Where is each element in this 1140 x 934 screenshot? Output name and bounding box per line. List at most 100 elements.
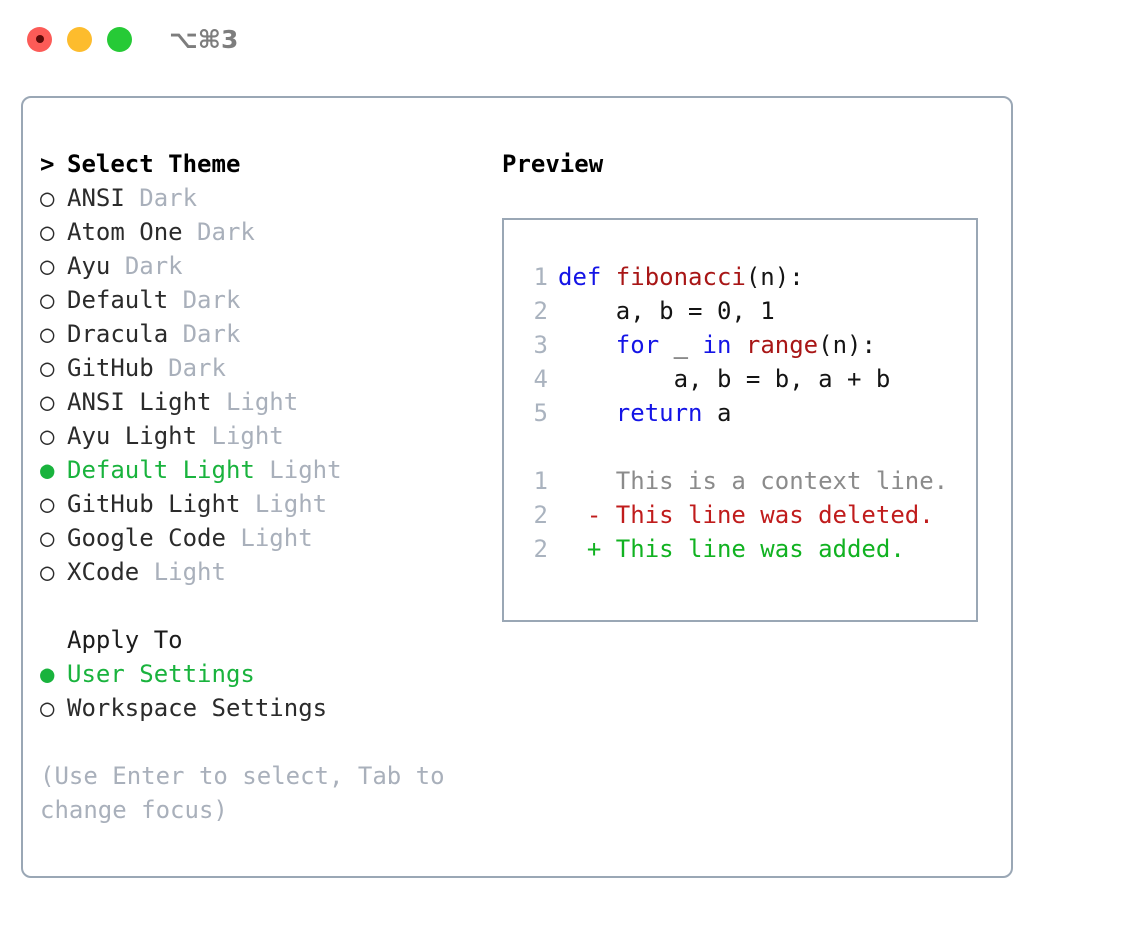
close-button[interactable] (27, 26, 52, 52)
diff-line-del: 2 - This line was deleted. (520, 498, 948, 532)
code-token: range (745, 331, 819, 359)
radio-unselected-icon: ○ (40, 286, 55, 314)
theme-option-xcode[interactable]: ○ XCode Light (40, 555, 490, 589)
diff-line-add: 2 + This line was added. (520, 532, 948, 566)
code-token: (n): (818, 331, 876, 359)
code-line: 5 return a (520, 396, 948, 430)
theme-option-badge: Light (211, 422, 284, 450)
minimize-button[interactable] (67, 26, 92, 52)
apply-to-option-label: Workspace Settings (67, 694, 328, 722)
radio-selected-icon: ● (40, 660, 55, 688)
theme-option-default-light[interactable]: ● Default Light Light (40, 453, 490, 487)
radio-selected-icon: ● (40, 456, 55, 484)
radio-unselected-icon: ○ (40, 490, 55, 518)
diff-line-number: 1 (533, 467, 548, 495)
apply-to-option-workspace-settings[interactable]: ○Workspace Settings (40, 691, 490, 725)
code-token: a (702, 399, 732, 427)
apply-to-option-list: ● User Settings ○Workspace Settings (40, 657, 490, 725)
code-token: for (615, 331, 660, 359)
radio-unselected-icon: ○ (40, 320, 55, 348)
theme-selector-panel: >Select Theme ○ANSI Dark○Atom One Dark○A… (21, 96, 1013, 878)
code-line: 3 for _ in range(n): (520, 328, 948, 362)
theme-option-label: Google Code (67, 524, 226, 552)
theme-option-atom-one[interactable]: ○Atom One Dark (40, 215, 490, 249)
radio-unselected-icon: ○ (40, 252, 55, 280)
radio-unselected-icon: ○ (40, 524, 55, 552)
apply-to-header-label: Apply To (67, 626, 183, 654)
theme-option-label: Dracula (67, 320, 169, 348)
prompt-caret-icon: > (40, 150, 55, 178)
apply-to-header-indent (40, 623, 67, 657)
keyboard-shortcut-label: ⌥⌘3 (169, 24, 239, 54)
diff-line-text: This is a context line. (558, 467, 949, 495)
code-line-number: 4 (533, 365, 548, 393)
theme-option-label: ANSI Light (67, 388, 212, 416)
theme-option-ansi[interactable]: ○ANSI Dark (40, 181, 490, 215)
code-line: 4 a, b = b, a + b (520, 362, 948, 396)
code-token (558, 331, 616, 359)
theme-option-label: Default Light (67, 456, 255, 484)
theme-option-github-light[interactable]: ○GitHub Light Light (40, 487, 490, 521)
theme-option-ayu[interactable]: ○Ayu Dark (40, 249, 490, 283)
theme-option-badge: Dark (139, 184, 198, 212)
select-theme-header: > Select Theme (40, 147, 490, 181)
theme-option-badge: Dark (168, 354, 226, 382)
theme-option-list: ○ANSI Dark○Atom One Dark○Ayu Dark○Defaul… (40, 181, 490, 589)
theme-option-default[interactable]: ○ Default Dark (40, 283, 490, 317)
code-line-number: 2 (533, 297, 548, 325)
theme-option-badge: Light (269, 456, 342, 484)
theme-option-badge: Light (153, 558, 226, 586)
theme-option-label: XCode (67, 558, 140, 586)
radio-unselected-icon: ○ (40, 422, 55, 450)
theme-option-label: ANSI (67, 184, 125, 212)
radio-unselected-icon: ○ (40, 388, 55, 416)
code-token: def (558, 263, 616, 291)
theme-option-dracula[interactable]: ○ Dracula Dark (40, 317, 490, 351)
maximize-button[interactable] (107, 26, 132, 52)
code-line: 2 a, b = 0, 1 (520, 294, 948, 328)
code-token: fibonacci (615, 263, 746, 291)
keyboard-hint-text: (Use Enter to select, Tab to change focu… (40, 762, 460, 824)
radio-unselected-icon: ○ (40, 354, 55, 382)
theme-option-github[interactable]: ○ GitHub Dark (40, 351, 490, 385)
theme-option-label: GitHub (67, 354, 154, 382)
diff-line-ctx: 1 This is a context line. (520, 464, 949, 498)
theme-list-column: >Select Theme ○ANSI Dark○Atom One Dark○A… (40, 147, 490, 827)
apply-to-header: Apply To (40, 623, 490, 657)
theme-option-badge: Light (240, 524, 313, 552)
code-token: a, b = b, a + b (558, 365, 891, 393)
preview-title: Preview (502, 150, 604, 178)
theme-option-label: Ayu Light (67, 422, 198, 450)
code-token: a, b = 0, 1 (558, 297, 775, 325)
apply-to-option-user-settings[interactable]: ● User Settings (40, 657, 490, 691)
code-line-number: 5 (533, 399, 548, 427)
theme-option-badge: Dark (124, 252, 183, 280)
code-token: _ (659, 331, 703, 359)
select-theme-header-label: Select Theme (67, 150, 241, 178)
radio-unselected-icon: ○ (40, 558, 55, 586)
diff-line-text: - This line was deleted. (558, 501, 934, 529)
theme-option-ayu-light[interactable]: ○ Ayu Light Light (40, 419, 490, 453)
theme-option-badge: Dark (182, 320, 241, 348)
theme-option-label: GitHub Light (67, 490, 241, 518)
theme-option-google-code[interactable]: ○ Google Code Light (40, 521, 490, 555)
diff-line-text: + This line was added. (558, 535, 905, 563)
list-spacer (40, 589, 490, 623)
code-token: return (615, 399, 703, 427)
code-token: (n): (745, 263, 804, 291)
code-line-number: 3 (533, 331, 548, 359)
code-token: in (702, 331, 746, 359)
code-token (558, 399, 616, 427)
diff-line-number: 2 (533, 535, 548, 563)
apply-to-option-label: User Settings (67, 660, 255, 688)
theme-option-ansi-light[interactable]: ○ANSI Light Light (40, 385, 490, 419)
preview-section-gap (520, 430, 948, 464)
theme-option-label: Default (67, 286, 169, 314)
theme-option-badge: Dark (182, 286, 241, 314)
traffic-lights (27, 26, 132, 52)
diff-line-number: 2 (533, 501, 548, 529)
